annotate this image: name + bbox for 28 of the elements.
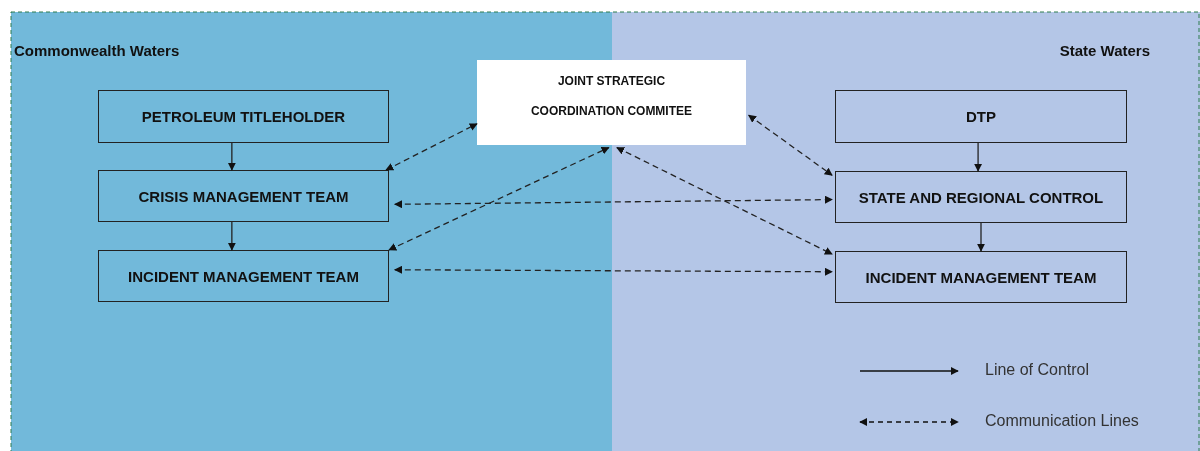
region-title: State Waters	[1059, 42, 1150, 59]
process-box	[835, 171, 1127, 223]
legend-label: Line of Control	[985, 361, 1090, 379]
committee-box	[477, 60, 746, 145]
node-label: CRISIS MANAGEMENT TEAM	[138, 187, 349, 205]
node-label: INCIDENT MANAGEMENT TEAM	[128, 267, 359, 285]
process-box	[98, 90, 389, 143]
control-arrow	[227, 142, 236, 171]
control-arrow	[977, 222, 985, 252]
communication-arrow	[394, 265, 833, 276]
communication-arrow	[385, 123, 478, 171]
node-label: JOINT STRATEGIC COORDINATION COMMITEE	[529, 73, 694, 120]
node-label: INCIDENT MANAGEMENT TEAM	[865, 268, 1097, 286]
process-box	[835, 251, 1127, 303]
communication-arrow	[388, 146, 610, 251]
control-arrow	[227, 221, 236, 251]
process-box	[98, 170, 389, 222]
communication-arrow	[394, 195, 833, 209]
node-label: PETROLEUM TITLEHOLDER	[141, 108, 346, 125]
communication-arrow	[616, 146, 833, 255]
node-label: DTP	[966, 108, 996, 125]
communication-arrow	[748, 114, 833, 176]
legend-label: Communication Lines	[985, 412, 1139, 430]
region-title: Commonwealth Waters	[14, 42, 180, 59]
control-arrow	[974, 142, 983, 172]
process-box	[98, 250, 389, 302]
node-label: STATE AND REGIONAL CONTROL	[858, 188, 1104, 206]
process-box	[835, 90, 1127, 143]
